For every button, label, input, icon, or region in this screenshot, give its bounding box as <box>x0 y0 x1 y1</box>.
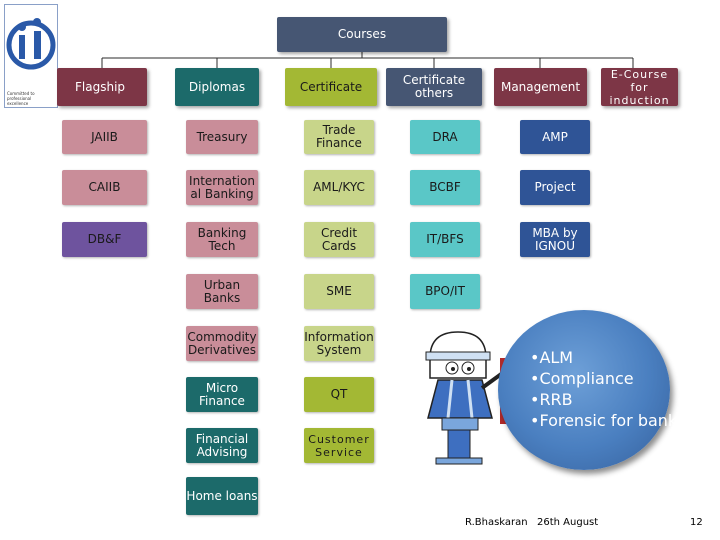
courses-title: Courses <box>277 17 447 52</box>
logo-caption: Committed to professional excellence <box>7 91 35 106</box>
footer-page-number: 12 <box>690 517 703 528</box>
category-management: Management <box>494 68 587 106</box>
logo: Committed to professional excellence <box>4 4 58 108</box>
certificate-item-sme: SME <box>304 274 374 309</box>
category-certificate-others: Certificate others <box>386 68 482 106</box>
certificate-others-item-bcbf: BCBF <box>410 170 480 205</box>
ecourse-topic-item: •Compliance <box>530 369 634 388</box>
diploma-item-financial-advising: Financial Advising <box>186 428 258 463</box>
logo-mark-icon <box>6 18 56 70</box>
category-diplomas: Diplomas <box>175 68 259 106</box>
category-ecourse: E-Course for induction <box>601 68 678 107</box>
diploma-item-micro-finance: Micro Finance <box>186 377 258 412</box>
ecourse-topics-list: •ALM •Compliance •RRB •Forensic for bank… <box>530 347 686 431</box>
ecourse-topic-item: •Forensic for banks <box>530 411 686 430</box>
flagship-item-caiib: CAIIB <box>62 170 147 205</box>
ecourse-topic-item: •ALM <box>530 348 574 367</box>
diploma-item-urban-banks: Urban Banks <box>186 274 258 309</box>
certificate-others-item-it-bfs: IT/BFS <box>410 222 480 257</box>
student-illustration <box>425 331 510 465</box>
ecourse-topics-bubble <box>498 310 670 470</box>
certificate-item-trade-finance: Trade Finance <box>304 120 374 154</box>
management-item-project: Project <box>520 170 590 205</box>
diploma-item-commodity-derivatives: Commodity Derivatives <box>186 326 258 361</box>
category-certificate: Certificate <box>285 68 377 106</box>
certificate-item-information-system: Information System <box>304 326 374 361</box>
flagship-item-jaiib: JAIIB <box>62 120 147 154</box>
diploma-item-banking-tech: Banking Tech <box>186 222 258 257</box>
certificate-item-aml-kyc: AML/KYC <box>304 170 374 205</box>
diploma-item-international-banking: Internation al Banking <box>186 170 258 205</box>
footer-author: R.Bhaskaran <box>465 517 528 528</box>
certificate-item-credit-cards: Credit Cards <box>304 222 374 257</box>
diploma-item-home-loans: Home loans <box>186 477 258 515</box>
diploma-item-treasury: Treasury <box>186 120 258 154</box>
flagship-item-dbf: DB&F <box>62 222 147 257</box>
certificate-others-item-bpo-it: BPO/IT <box>410 274 480 309</box>
body-icon <box>427 379 493 419</box>
certificate-item-customer-service: Customer Service <box>304 428 374 463</box>
management-item-mba-by-ignou: MBA by IGNOU <box>520 222 590 257</box>
category-flagship: Flagship <box>57 68 147 106</box>
footer-date: 26th August <box>537 517 599 528</box>
ecourse-topic-item: •RRB <box>530 390 573 409</box>
certificate-others-item-dra: DRA <box>410 120 480 154</box>
management-item-amp: AMP <box>520 120 590 154</box>
certificate-item-qt: QT <box>304 377 374 412</box>
